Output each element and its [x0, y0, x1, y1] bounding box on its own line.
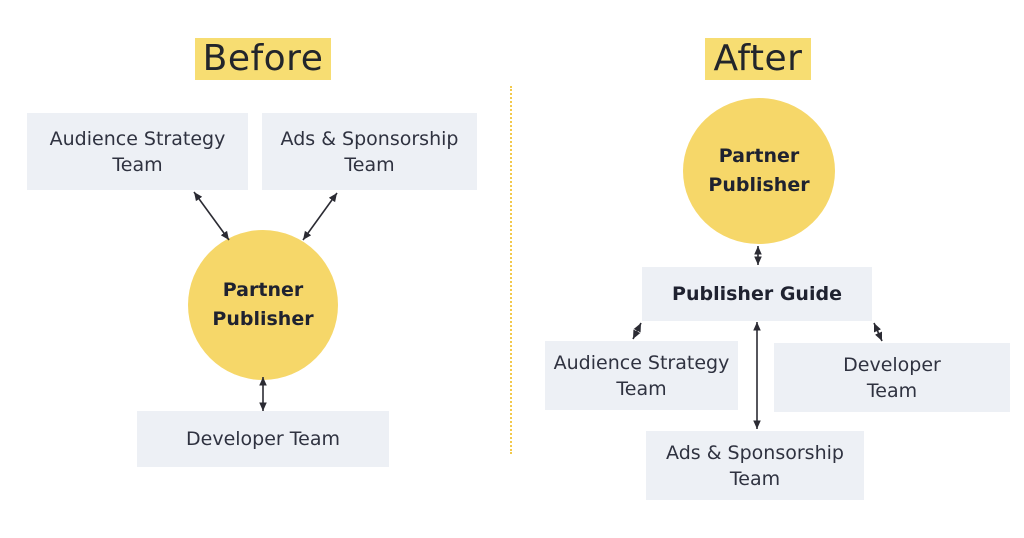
before-after-divider: [510, 86, 512, 454]
before-audience-strategy-label: Audience Strategy Team: [49, 127, 226, 176]
before-developer-team-box: Developer Team: [137, 411, 389, 467]
after-heading: After: [705, 38, 811, 80]
before-ads-sponsorship-box: Ads & Sponsorship Team: [262, 113, 477, 190]
after-ads-sponsorship-box: Ads & Sponsorship Team: [646, 431, 864, 500]
before-audience-strategy-box: Audience Strategy Team: [27, 113, 248, 190]
after-developer-team-box: Developer Team: [774, 343, 1010, 412]
after-partner-publisher-label: Partner Publisher: [708, 145, 810, 196]
after-developer-team-label: Developer Team: [843, 353, 941, 402]
after-audience-strategy-label: Audience Strategy Team: [553, 351, 730, 400]
after-partner-publisher-circle: Partner Publisher: [683, 98, 835, 244]
before-developer-team-label: Developer Team: [186, 428, 340, 450]
before-ads-publisher-arrow: [302, 192, 338, 241]
publisher-guide-label: Publisher Guide: [672, 283, 842, 305]
before-partner-publisher-circle: Partner Publisher: [188, 230, 338, 380]
after-guide-developer-arrow: [873, 322, 883, 342]
before-ads-sponsorship-label: Ads & Sponsorship Team: [280, 127, 459, 176]
publisher-guide-box: Publisher Guide: [642, 267, 872, 321]
after-guide-audience-arrow: [632, 322, 642, 340]
before-heading: Before: [195, 38, 331, 80]
before-partner-publisher-label: Partner Publisher: [212, 279, 314, 330]
before-audience-publisher-arrow: [193, 191, 230, 241]
after-ads-sponsorship-label: Ads & Sponsorship Team: [666, 441, 844, 490]
after-audience-strategy-box: Audience Strategy Team: [545, 341, 738, 410]
